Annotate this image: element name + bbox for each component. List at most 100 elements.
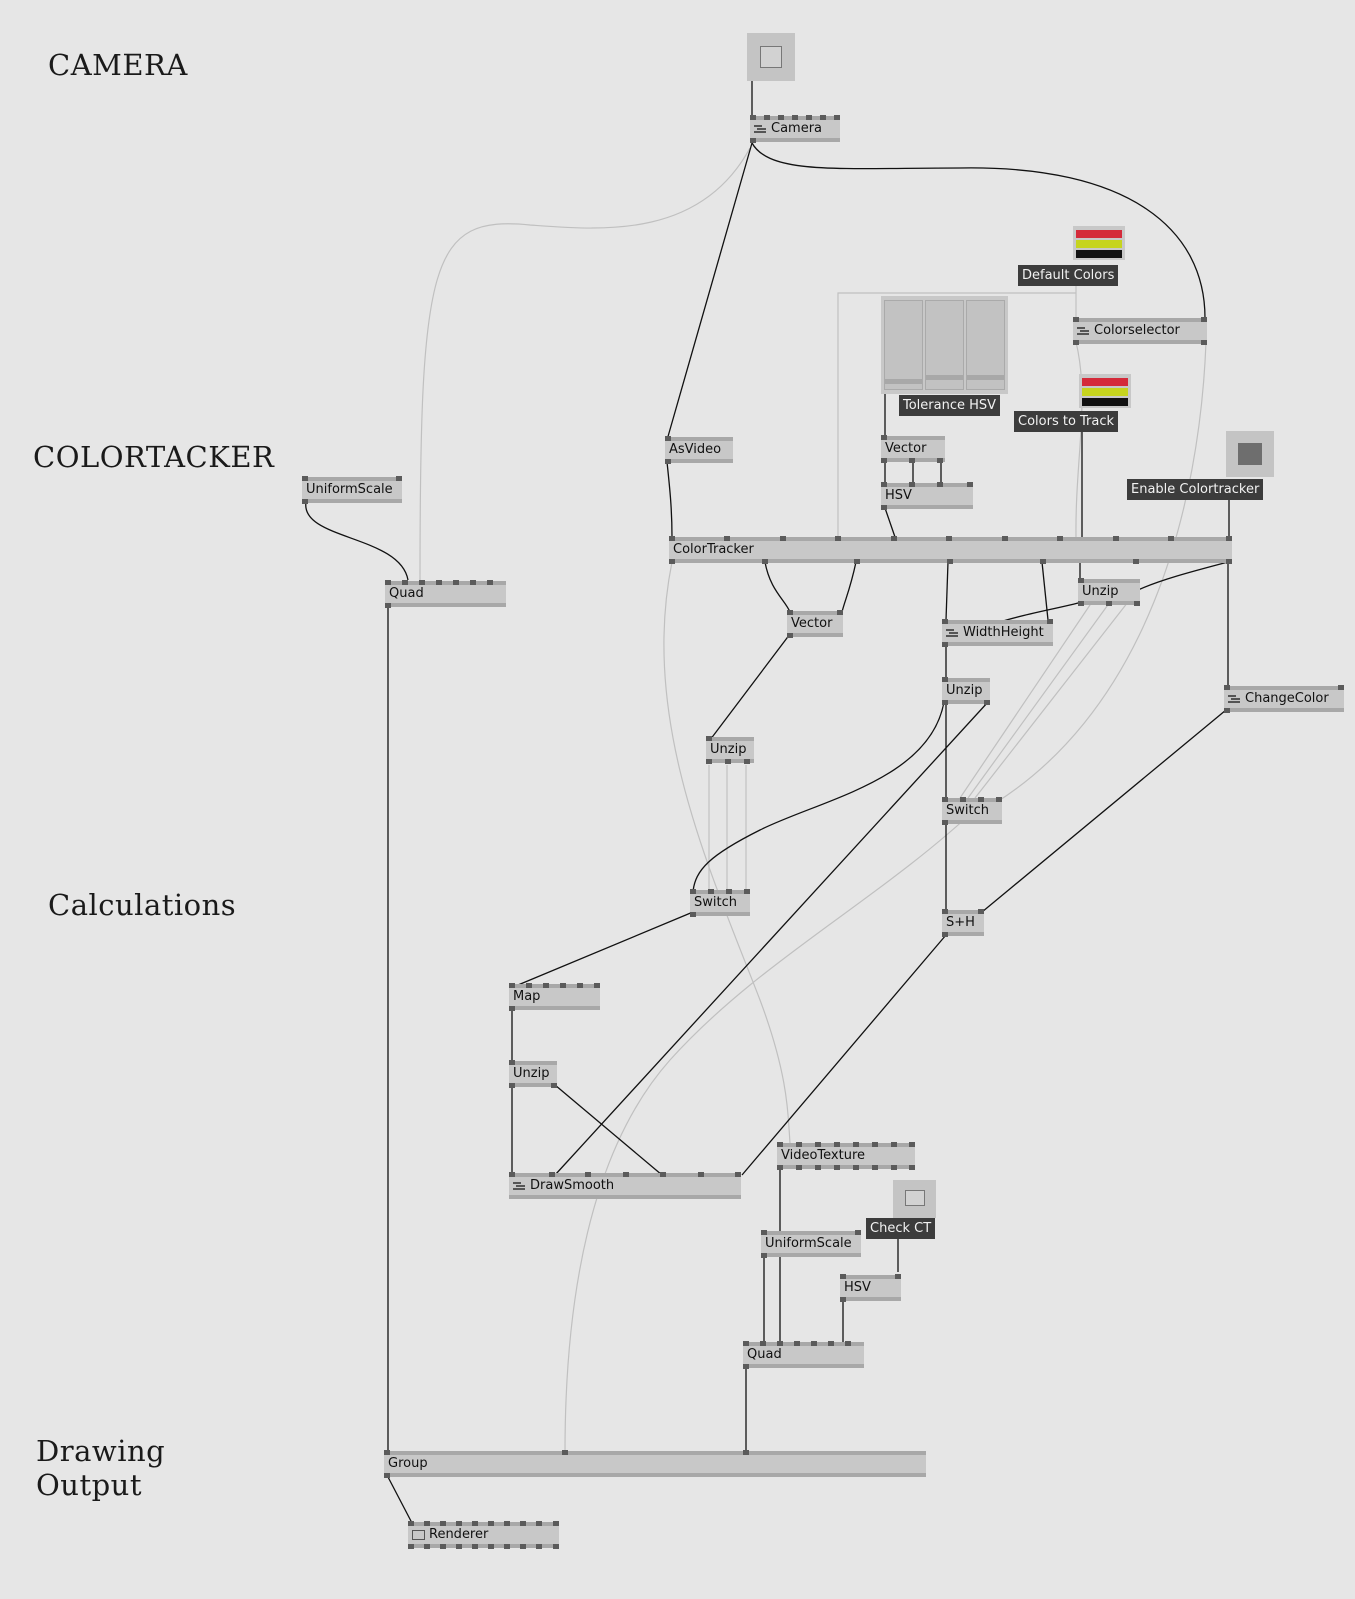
node-label: Unzip [513, 1066, 550, 1081]
wire-colortracker-to-vector-1 [764, 561, 791, 613]
node-label: Vector [885, 441, 927, 456]
wire-unzip-right-to-widthheight [999, 601, 1083, 623]
wire-asvideo-to-colortracker [666, 461, 673, 538]
slider-v[interactable] [966, 300, 1005, 390]
wire-vector-mid-to-unzip-mid [709, 633, 791, 741]
wire-camera-to-asvideo [666, 142, 753, 441]
menu-icon [1228, 693, 1240, 704]
node-videotexture[interactable]: VideoTexture [777, 1142, 915, 1170]
node-changecolor[interactable]: ChangeColor [1224, 685, 1344, 713]
wire-colortracker-to-unzip-right-c [1137, 561, 1229, 591]
node-vector-mid[interactable]: Vector [787, 610, 843, 638]
default-colors-swatch[interactable] [1073, 226, 1125, 260]
node-label: WidthHeight [963, 625, 1044, 640]
node-unzip-mid[interactable]: Unzip [706, 736, 754, 764]
wire-unzip-left-to-drawsmooth [554, 701, 989, 1176]
wire-unzip-bottom-to-drawsmooth-2 [554, 1084, 663, 1176]
wire-colorselector-to-switch [974, 341, 1207, 816]
toggle-on-icon [1238, 443, 1262, 465]
node-label: Switch [946, 803, 989, 818]
section-label-camera: CAMERA [48, 48, 188, 82]
menu-icon [513, 1180, 525, 1191]
check-ct-toggle[interactable] [893, 1180, 936, 1218]
toggle-off-icon [905, 1190, 925, 1206]
menu-icon [1077, 325, 1089, 336]
wire-colortracker-to-widthheight [945, 561, 949, 621]
wire-colortracker-to-videotexture [663, 561, 791, 1144]
node-label: ChangeColor [1245, 691, 1329, 706]
node-asvideo[interactable]: AsVideo [665, 436, 733, 464]
node-unzip-left[interactable]: Unzip [942, 677, 990, 705]
node-widthheight[interactable]: WidthHeight [942, 619, 1053, 647]
node-label: Quad [389, 586, 424, 601]
wire-unzip-right-to-switch-2 [967, 601, 1111, 799]
node-renderer[interactable]: Renderer [408, 1521, 559, 1549]
node-colortracker[interactable]: ColorTracker [669, 536, 1232, 564]
slider-s[interactable] [925, 300, 964, 390]
tag-enable-colortracker: Enable Colortracker [1127, 479, 1264, 500]
node-switch-right[interactable]: Switch [942, 797, 1002, 825]
node-vector-hsv[interactable]: Vector [881, 435, 945, 463]
node-unzip-bottom[interactable]: Unzip [509, 1060, 557, 1088]
node-label: Unzip [946, 683, 983, 698]
node-label: Map [513, 989, 541, 1004]
wire-unzip-right-to-switch-3 [974, 601, 1129, 799]
slider-h[interactable] [884, 300, 923, 390]
node-label: S+H [946, 915, 975, 930]
wire-camera-to-quad-top [419, 147, 751, 581]
node-label: Unzip [1082, 584, 1119, 599]
node-label: VideoTexture [781, 1148, 866, 1163]
wire-colortracker-to-vector-2 [841, 561, 857, 613]
node-unzip-right-top[interactable]: Unzip [1078, 578, 1140, 606]
node-group[interactable]: Group [384, 1450, 926, 1478]
window-icon [412, 1529, 425, 1540]
wire-uniformscale-top-to-quad [305, 501, 409, 581]
node-colorselector[interactable]: Colorselector [1073, 317, 1207, 345]
section-label-calculations: Calculations [48, 888, 237, 922]
node-label: Switch [694, 895, 737, 910]
node-label: Colorselector [1094, 323, 1180, 338]
node-label: HSV [885, 488, 912, 503]
node-label: UniformScale [765, 1236, 852, 1251]
tag-default-colors: Default Colors [1018, 265, 1119, 286]
node-uniformscale-top[interactable]: UniformScale [302, 476, 402, 504]
node-switch-left[interactable]: Switch [690, 889, 750, 917]
wire-colorselector-to-colortracker [1075, 341, 1083, 538]
node-hsv-top[interactable]: HSV [881, 482, 973, 510]
camera-toggle-button[interactable] [747, 33, 795, 81]
colors-to-track-swatch[interactable] [1079, 374, 1131, 408]
wire-unzip-right-to-switch-1 [959, 601, 1093, 799]
node-camera[interactable]: Camera [750, 115, 840, 143]
section-label-colortracker: COLORTACKER [33, 440, 275, 474]
tag-colors-to-track: Colors to Track [1014, 411, 1119, 432]
node-uniformscale-bottom[interactable]: UniformScale [761, 1230, 861, 1258]
node-label: AsVideo [669, 442, 722, 457]
wire-default-colors-bracket [837, 292, 1076, 537]
wire-sh-to-drawsmooth [741, 934, 947, 1176]
node-hsv-bottom[interactable]: HSV [840, 1274, 901, 1302]
section-label-drawing: Drawing [36, 1434, 166, 1468]
wire-changecolor-to-sh [981, 709, 1227, 913]
wire-switch-left-to-map [517, 911, 694, 986]
node-label: Camera [771, 121, 823, 136]
section-label-output: Output [36, 1468, 143, 1502]
node-sample-hold[interactable]: S+H [942, 909, 984, 937]
menu-icon [754, 123, 766, 134]
node-drawsmooth[interactable]: DrawSmooth [509, 1172, 741, 1199]
wire-switch-to-group [564, 804, 981, 1453]
wire-hsv-to-colortracker [884, 507, 896, 538]
tolerance-hsv-sliders[interactable] [881, 296, 1008, 394]
node-label: ColorTracker [673, 542, 754, 557]
tag-check-ct: Check CT [866, 1218, 936, 1239]
toggle-off-icon [760, 46, 782, 68]
enable-colortracker-toggle[interactable] [1226, 431, 1274, 477]
node-label: Quad [747, 1347, 782, 1362]
wire-group-to-renderer [387, 1476, 413, 1524]
menu-icon [946, 627, 958, 638]
node-quad-bottom[interactable]: Quad [743, 1341, 864, 1369]
node-quad-top[interactable]: Quad [385, 580, 506, 608]
node-label: Vector [791, 616, 833, 631]
node-map[interactable]: Map [509, 983, 600, 1011]
wire-camera-to-colorselector [751, 142, 1206, 319]
